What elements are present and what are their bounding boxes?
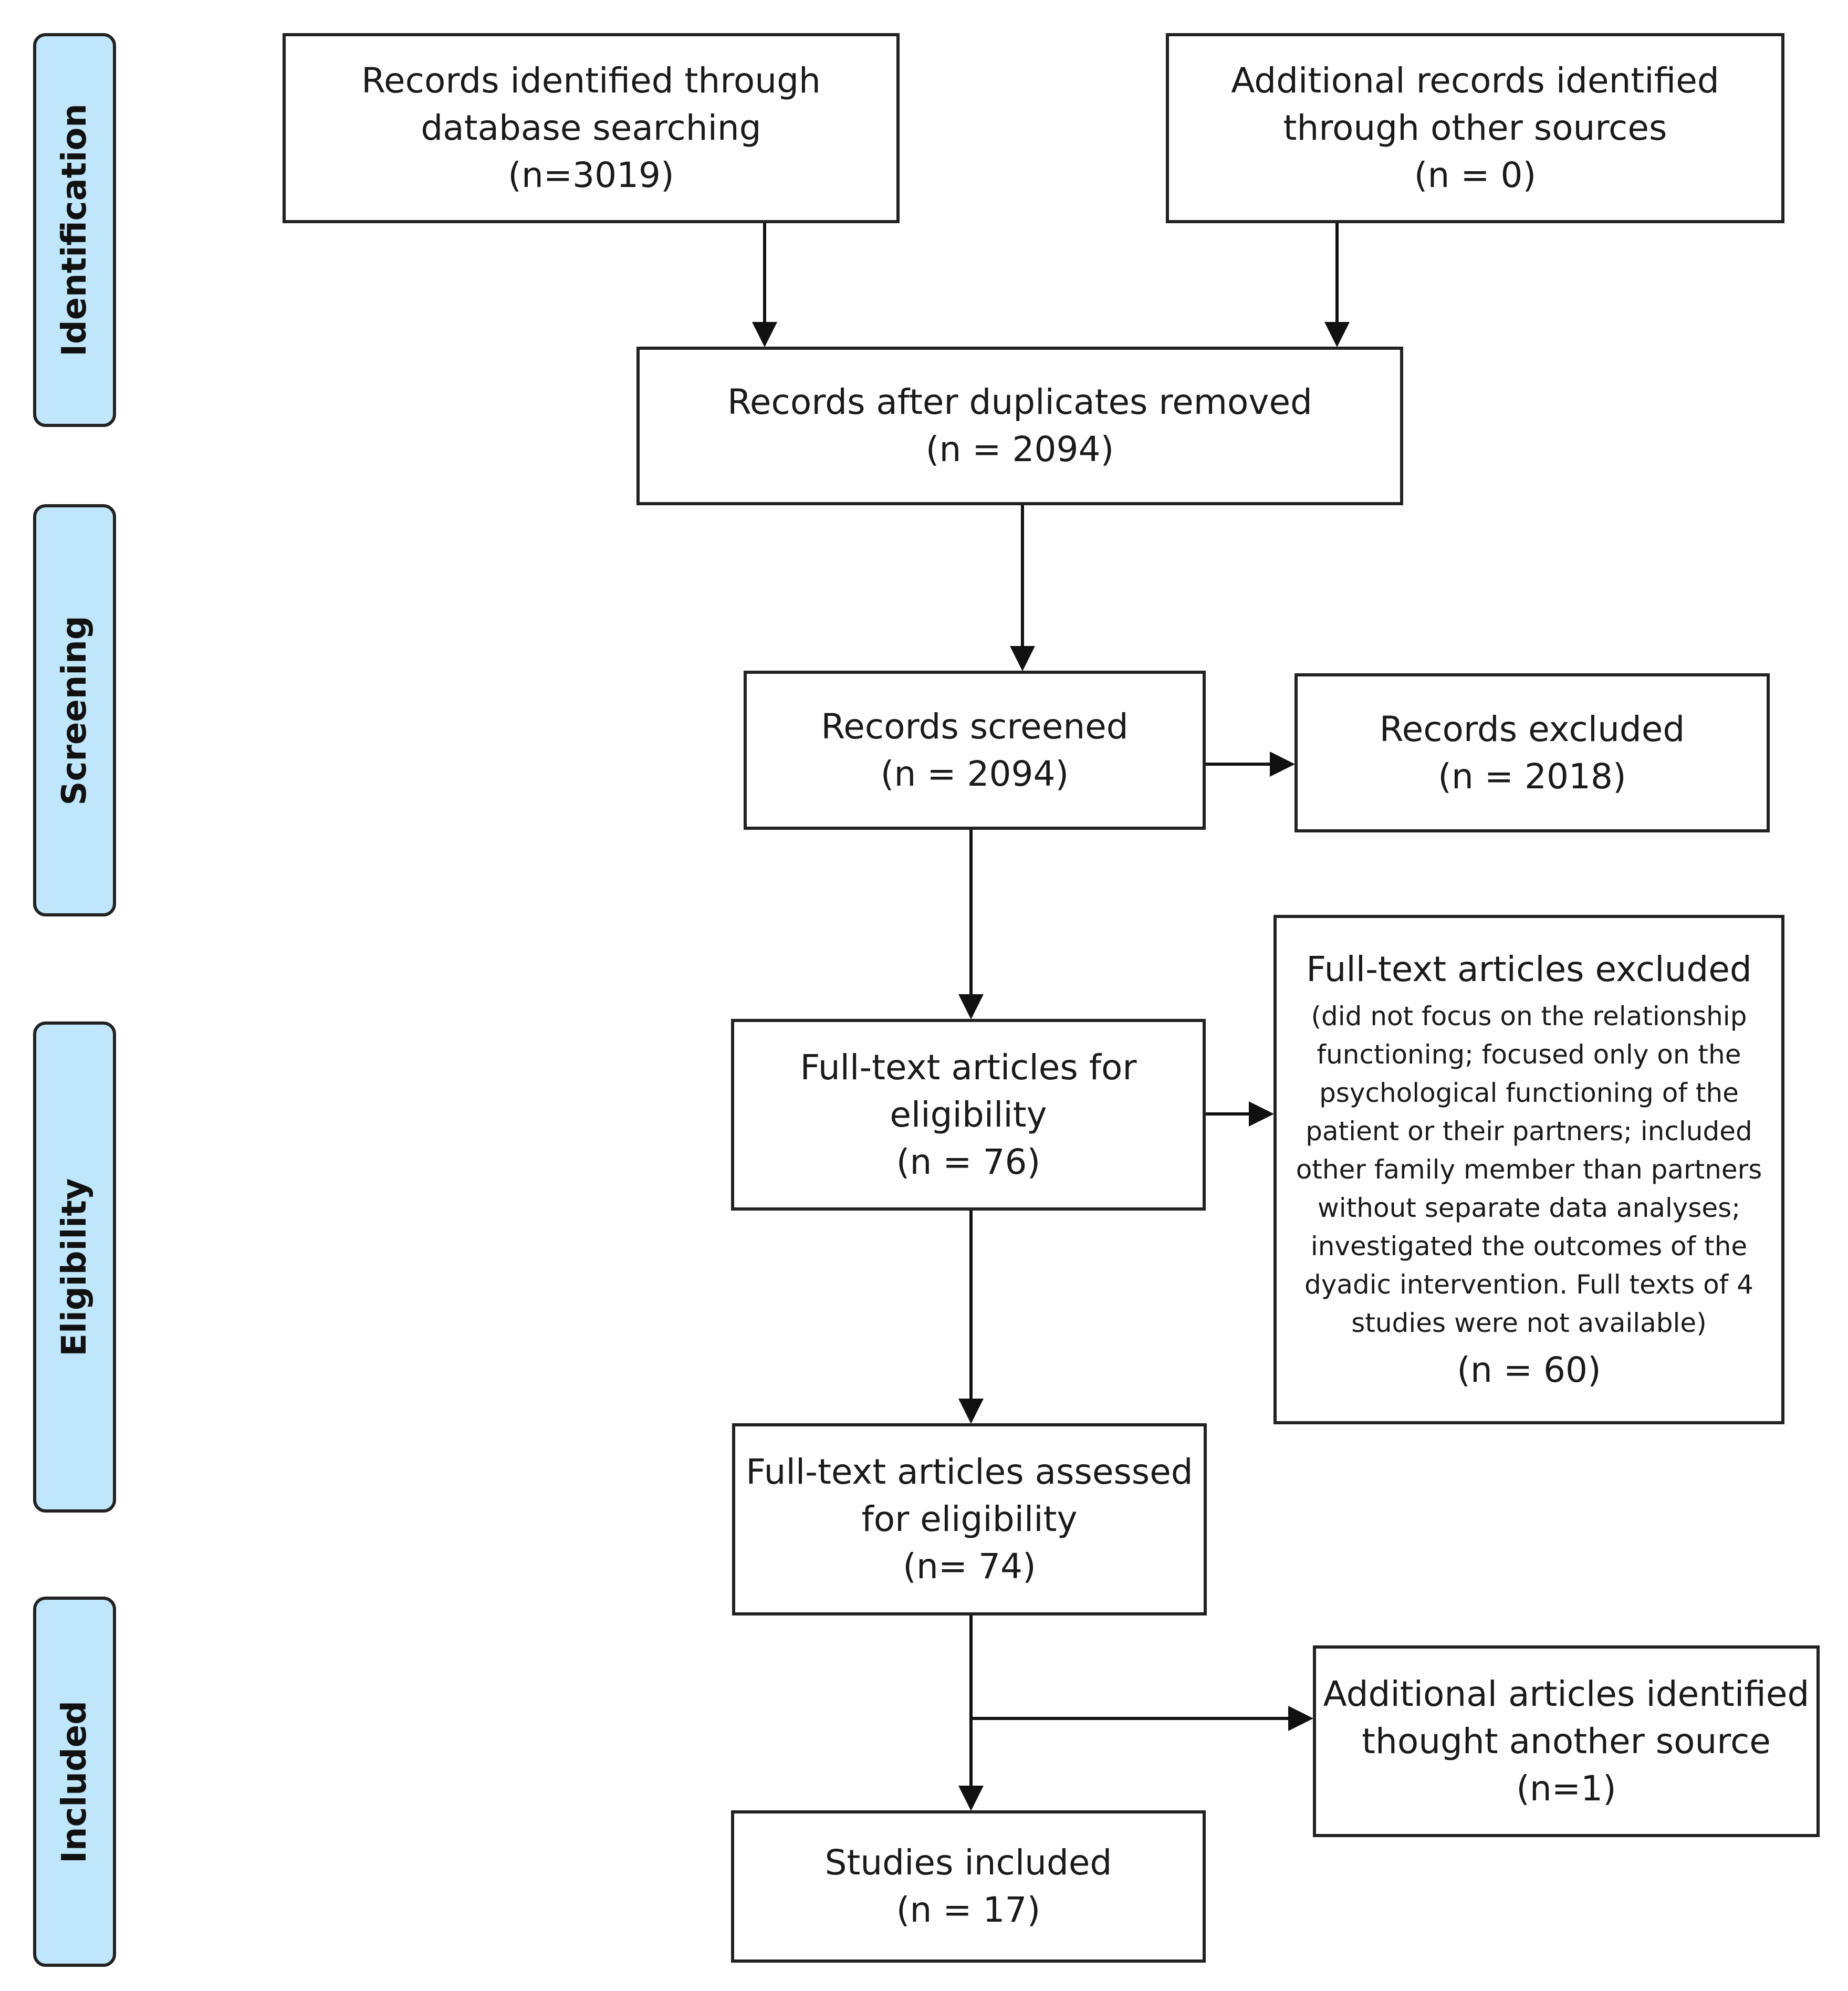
additional-articles-count: (n=1)	[1516, 1768, 1616, 1809]
after-duplicates-count: (n = 2094)	[925, 429, 1114, 470]
fulltext-assessed-count: (n= 74)	[903, 1546, 1036, 1587]
box-fulltext-eligibility: Full-text articles for eligibility (n = …	[731, 1019, 1206, 1211]
records-screened-count: (n = 2094)	[880, 753, 1069, 794]
stage-included: Included	[33, 1597, 116, 1967]
fulltext-excluded-reason: psychological functioning of the	[1319, 1077, 1739, 1108]
after-duplicates-line1: Records after duplicates removed	[727, 382, 1312, 422]
fulltext-excluded-reason: patient or their partners; included	[1306, 1116, 1752, 1146]
stage-eligibility-label: Eligibility	[55, 1177, 94, 1357]
studies-included-line1: Studies included	[824, 1842, 1112, 1883]
database-search-line2: database searching	[421, 108, 761, 148]
other-sources-line2: through other sources	[1283, 108, 1667, 148]
stage-screening-label: Screening	[55, 615, 94, 806]
fulltext-excluded-reason: other family member than partners	[1296, 1154, 1762, 1185]
box-records-excluded: Records excluded (n = 2018)	[1294, 673, 1770, 832]
additional-articles-line1: Additional articles identified	[1323, 1673, 1810, 1714]
studies-included-count: (n = 17)	[896, 1890, 1041, 1930]
records-excluded-line1: Records excluded	[1379, 708, 1685, 749]
other-sources-line1: Additional records identified	[1231, 60, 1719, 101]
fulltext-excluded-reason: functioning; focused only on the	[1317, 1039, 1741, 1070]
fulltext-excluded-reason: investigated the outcomes of the	[1310, 1231, 1748, 1262]
fulltext-eligibility-count: (n = 76)	[896, 1141, 1041, 1182]
stage-included-label: Included	[55, 1700, 94, 1863]
database-search-line1: Records identified through	[361, 60, 821, 101]
stage-identification: Identification	[33, 33, 116, 427]
box-fulltext-assessed: Full-text articles assessed for eligibil…	[732, 1423, 1207, 1615]
box-additional-articles: Additional articles identified thought a…	[1313, 1645, 1820, 1837]
box-studies-included: Studies included (n = 17)	[731, 1810, 1206, 1963]
fulltext-excluded-reason: (did not focus on the relationship	[1311, 1000, 1747, 1031]
additional-articles-line2: thought another source	[1362, 1721, 1771, 1761]
fulltext-excluded-reason: dyadic intervention. Full texts of 4	[1304, 1269, 1753, 1300]
fulltext-excluded-reason: studies were not available)	[1351, 1307, 1707, 1338]
box-records-screened: Records screened (n = 2094)	[744, 671, 1206, 830]
fulltext-assessed-line2: for eligibility	[861, 1499, 1078, 1539]
box-database-search: Records identified through database sear…	[283, 33, 900, 223]
other-sources-count: (n = 0)	[1414, 155, 1537, 195]
fulltext-eligibility-line2: eligibility	[890, 1094, 1047, 1135]
box-after-duplicates: Records after duplicates removed (n = 20…	[636, 347, 1403, 505]
fulltext-assessed-line1: Full-text articles assessed	[746, 1452, 1193, 1492]
database-search-count: (n=3019)	[508, 155, 674, 195]
fulltext-eligibility-line1: Full-text articles for	[800, 1047, 1137, 1088]
records-screened-line1: Records screened	[821, 706, 1129, 747]
stage-screening: Screening	[33, 504, 116, 916]
box-other-sources: Additional records identified through ot…	[1166, 33, 1784, 223]
box-fulltext-excluded: Full-text articles excluded (did not foc…	[1273, 915, 1784, 1424]
fulltext-excluded-count: (n = 60)	[1457, 1349, 1601, 1390]
stage-identification-label: Identification	[55, 103, 94, 357]
stage-eligibility: Eligibility	[33, 1021, 116, 1513]
fulltext-excluded-reason: without separate data analyses;	[1317, 1192, 1741, 1223]
records-excluded-count: (n = 2018)	[1438, 756, 1626, 797]
fulltext-excluded-title: Full-text articles excluded	[1306, 948, 1752, 989]
